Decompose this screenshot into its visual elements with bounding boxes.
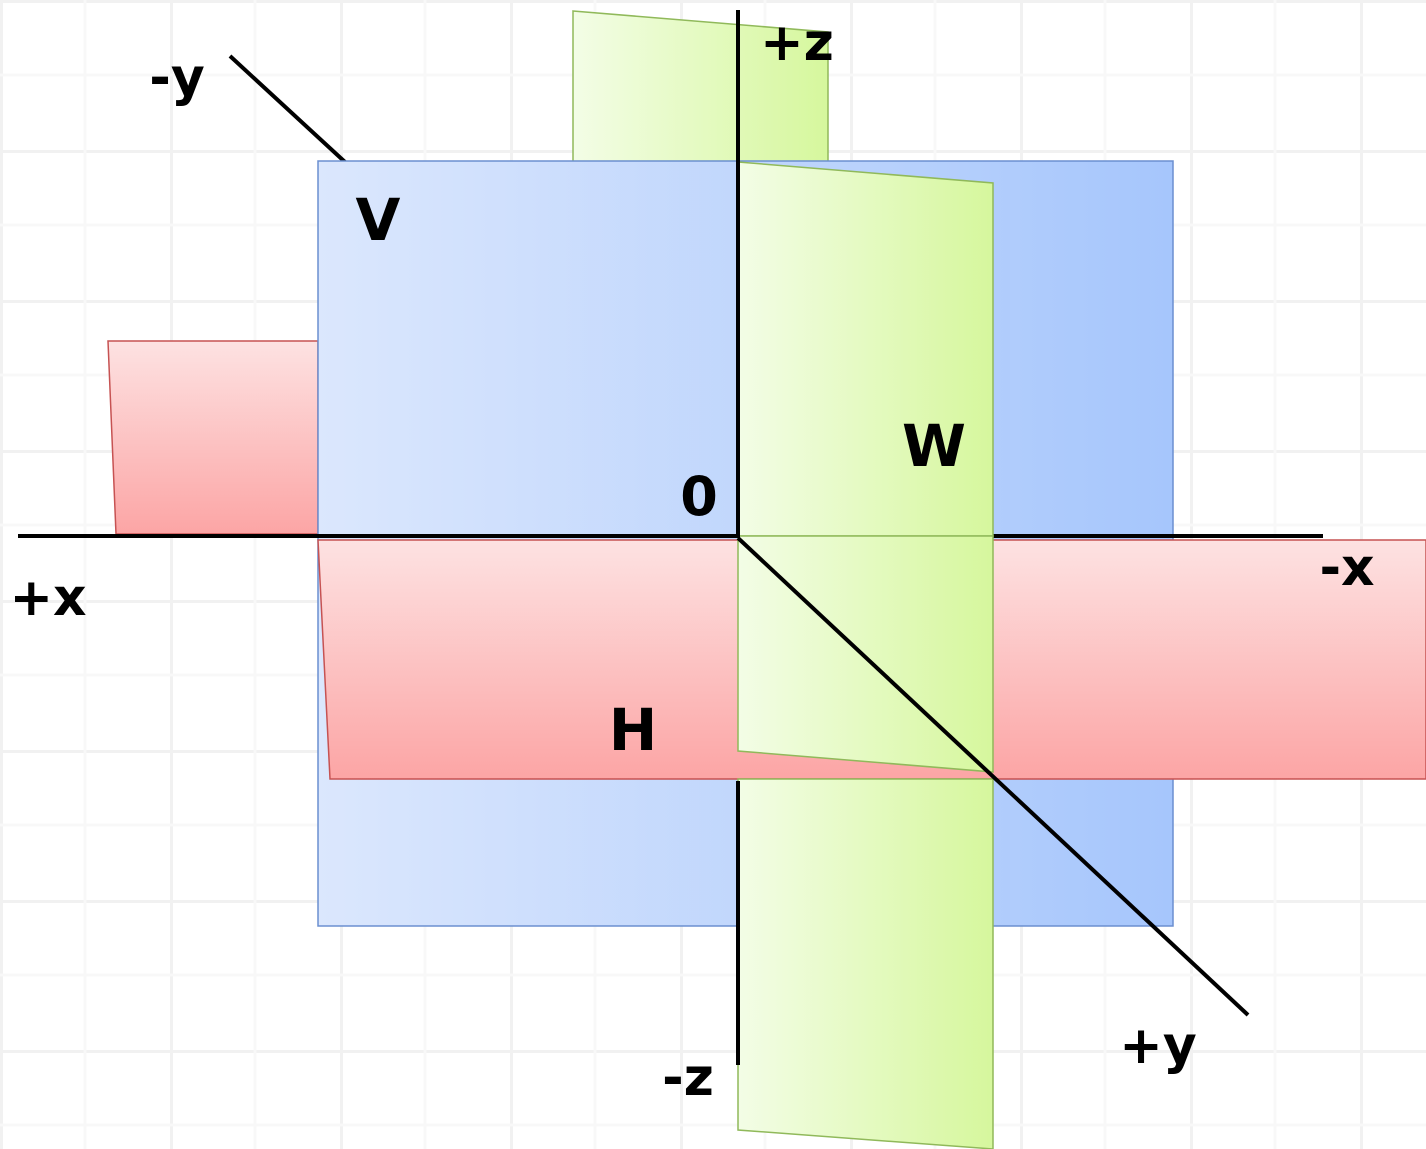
plane-h-back-left: [107, 340, 319, 535]
axis-plus-y-label: +y: [1119, 1016, 1196, 1076]
plane-w-lower: [737, 778, 994, 1149]
plane-h-label: H: [609, 696, 658, 764]
axis-minus-y-label: -y: [149, 48, 204, 108]
axis-plus-y-line: [736, 536, 1250, 1017]
plane-v-label: V: [356, 186, 401, 254]
axis-minus-z-label: -z: [662, 1048, 714, 1108]
axis-plus-z-label: +z: [760, 13, 834, 73]
origin-label: 0: [680, 465, 718, 528]
axis-minus-y-line: [228, 54, 347, 164]
axis-minus-x-label: -x: [1319, 538, 1374, 598]
axis-plus-x-label: +x: [9, 568, 86, 628]
plane-w-label: W: [902, 412, 966, 480]
